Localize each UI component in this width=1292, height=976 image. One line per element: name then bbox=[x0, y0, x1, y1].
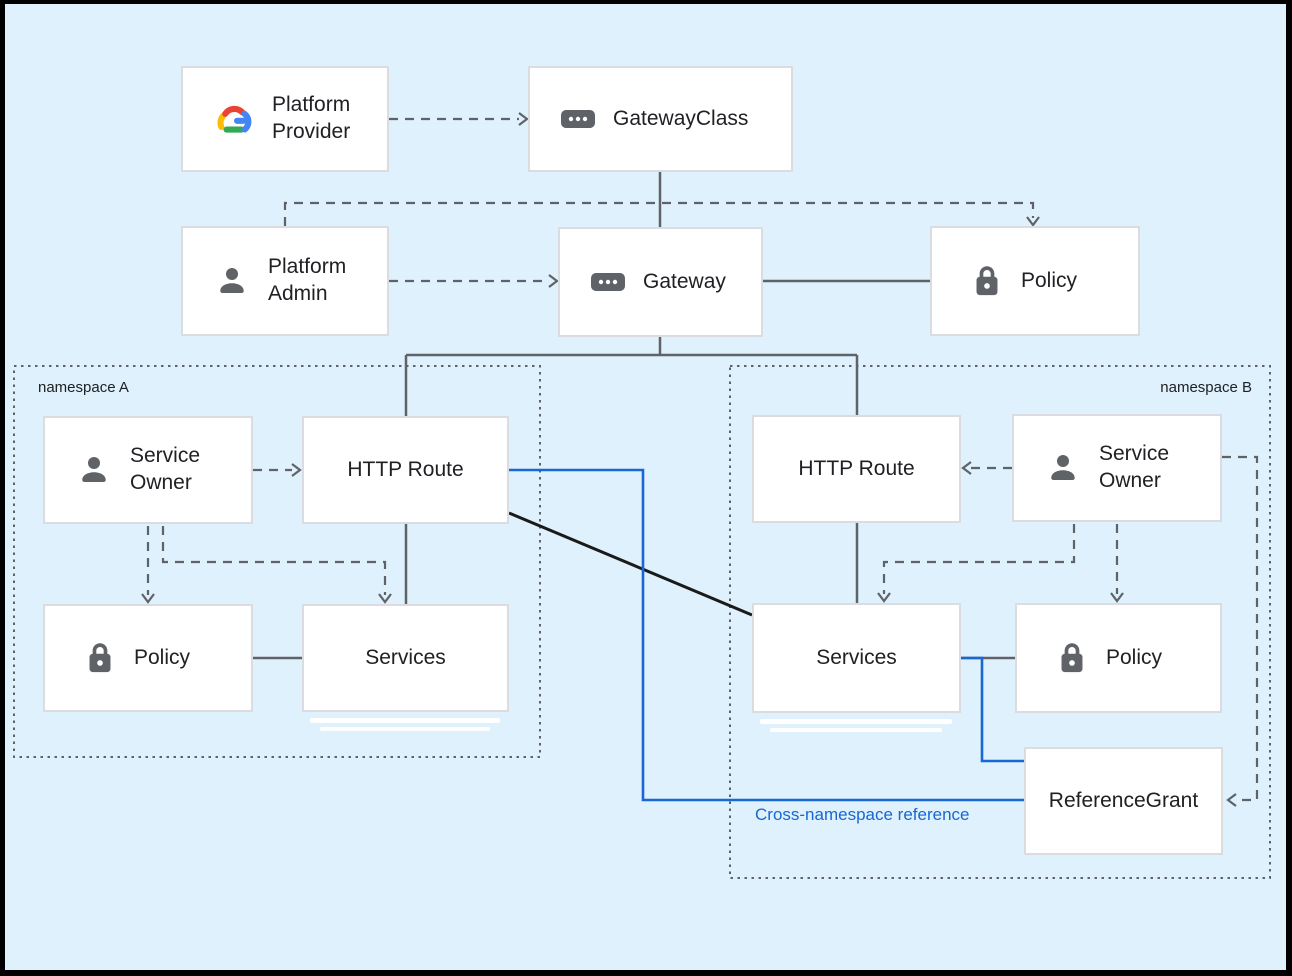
lock-icon bbox=[83, 639, 117, 677]
person-icon bbox=[1044, 449, 1082, 487]
node-label: Platform Admin bbox=[268, 255, 347, 305]
arrowhead bbox=[518, 112, 529, 126]
edge-routeA-servicesB-direct bbox=[508, 511, 753, 617]
arrowhead bbox=[1226, 793, 1237, 807]
namespace-a-label: namespace A bbox=[38, 379, 129, 396]
edge-serviceownerB-servicesB bbox=[882, 524, 1076, 594]
edge-routeA-referencegrant bbox=[509, 468, 1024, 802]
node-policy-b: Policy bbox=[1015, 603, 1222, 713]
node-platform-provider: Platform Provider bbox=[181, 66, 389, 172]
arrowhead bbox=[961, 461, 972, 475]
node-label: Platform Provider bbox=[272, 93, 351, 143]
arrowhead bbox=[291, 463, 302, 477]
services-stack-layer bbox=[770, 728, 942, 732]
node-gatewayclass: GatewayClass bbox=[528, 66, 793, 172]
node-label: HTTP Route bbox=[347, 457, 464, 481]
node-label: Services bbox=[365, 645, 446, 669]
arrowhead bbox=[877, 592, 891, 603]
edge-gateway-httproutes-tree bbox=[404, 336, 859, 604]
node-label: Service Owner bbox=[130, 444, 201, 494]
node-policy-top: Policy bbox=[930, 226, 1140, 336]
node-reference-grant: ReferenceGrant bbox=[1024, 747, 1223, 855]
services-stack-layer bbox=[320, 727, 490, 731]
arrowhead bbox=[548, 274, 559, 288]
node-services-a: Services bbox=[302, 604, 509, 712]
person-icon bbox=[213, 262, 251, 300]
node-label: Gateway bbox=[643, 269, 726, 293]
arrowhead bbox=[141, 593, 155, 604]
namespace-a-border bbox=[13, 365, 541, 758]
node-http-route-a: HTTP Route bbox=[302, 416, 509, 524]
resource-icon bbox=[590, 272, 626, 292]
node-label: Service Owner bbox=[1099, 442, 1170, 492]
edge-serviceownerA-servicesA bbox=[161, 526, 387, 595]
lock-icon bbox=[970, 262, 1004, 300]
node-http-route-b: HTTP Route bbox=[752, 415, 961, 523]
resource-icon bbox=[560, 109, 596, 129]
node-services-b: Services bbox=[752, 603, 961, 713]
lock-icon bbox=[1055, 639, 1089, 677]
arrowhead bbox=[1110, 592, 1124, 603]
arrowhead bbox=[378, 593, 392, 604]
namespace-b-label: namespace B bbox=[1160, 379, 1252, 396]
node-service-owner-b: Service Owner bbox=[1012, 414, 1222, 522]
node-label: GatewayClass bbox=[613, 106, 749, 130]
node-label: Policy bbox=[1021, 268, 1078, 292]
arrowhead bbox=[1026, 216, 1040, 227]
node-label: Policy bbox=[134, 645, 191, 669]
person-icon bbox=[75, 451, 113, 489]
node-label: Policy bbox=[1106, 645, 1163, 669]
node-policy-a: Policy bbox=[43, 604, 253, 712]
node-label: ReferenceGrant bbox=[1048, 788, 1199, 812]
services-stack-layer bbox=[310, 718, 500, 723]
cross-namespace-reference-label: Cross-namespace reference bbox=[755, 805, 970, 824]
edge-servicesB-referencegrant bbox=[961, 656, 1024, 763]
node-platform-admin: Platform Admin bbox=[181, 226, 389, 336]
namespace-b-border bbox=[729, 365, 1271, 879]
edge-serviceownerB-referencegrant bbox=[1222, 455, 1259, 802]
services-stack-layer bbox=[760, 719, 952, 724]
node-label: Services bbox=[816, 645, 897, 669]
node-gateway: Gateway bbox=[558, 227, 763, 337]
node-service-owner-a: Service Owner bbox=[43, 416, 253, 524]
node-label: HTTP Route bbox=[798, 456, 915, 480]
google-cloud-icon bbox=[213, 102, 255, 137]
